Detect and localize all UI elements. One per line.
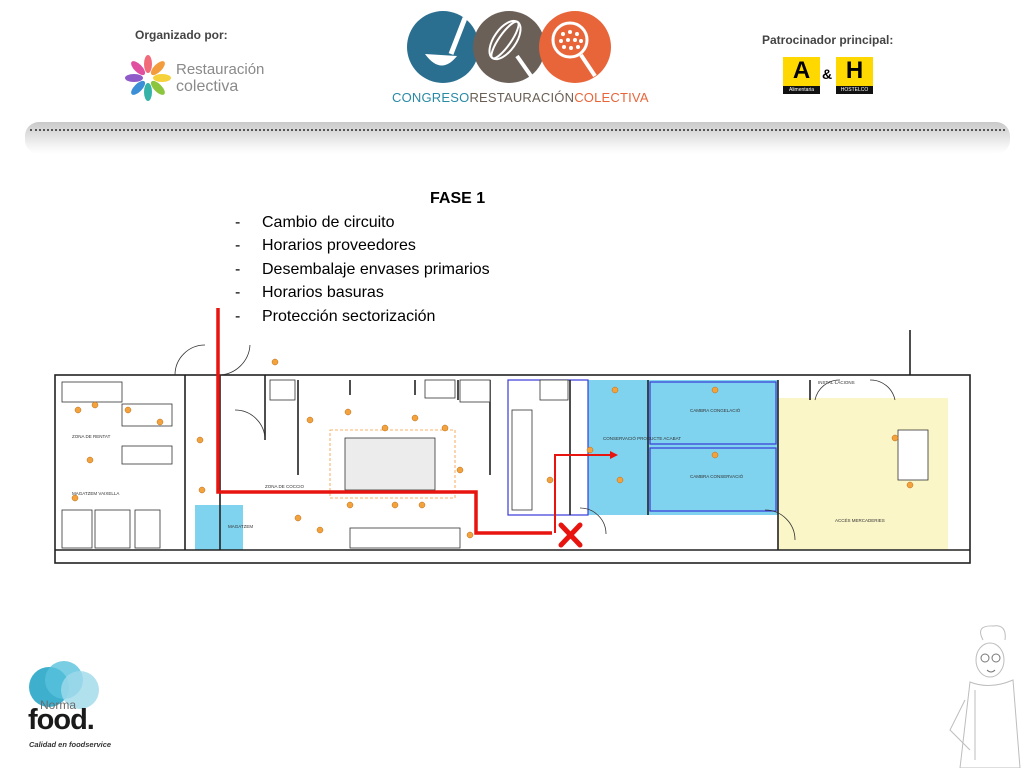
sponsor-h-caption: HOSTELCO bbox=[836, 86, 873, 94]
phase-item-list: -Cambio de circuito -Horarios proveedore… bbox=[235, 211, 490, 328]
phase-item: -Horarios basuras bbox=[235, 284, 384, 302]
door-arcs bbox=[174, 344, 896, 541]
flower-logo-icon bbox=[122, 52, 174, 104]
skimmer-icon bbox=[539, 11, 611, 83]
normafood-brand-large: food. bbox=[28, 704, 95, 736]
circuit-route-new bbox=[554, 454, 613, 533]
phase-item-text: Protección sectorización bbox=[262, 307, 436, 325]
organizer-name-line2: colectiva bbox=[176, 78, 239, 95]
plan-label-conservacio: CONSERVACIÓ PRODUCTE ACABAT bbox=[603, 435, 681, 441]
congress-logo bbox=[405, 10, 613, 85]
kitchen-floor-plan: ZONA DE RENTAT MAGATZEM VAIXELLA ZONA DE… bbox=[50, 300, 975, 570]
normafood-tagline: Calidad en foodservice bbox=[29, 740, 112, 749]
phase-item: -Horarios proveedores bbox=[235, 237, 416, 255]
equipment-markers bbox=[71, 358, 914, 539]
sponsor-amp: & bbox=[822, 66, 833, 82]
congress-name-part2: RESTAURACIÓN bbox=[469, 90, 575, 105]
normafood-logo-circles bbox=[24, 660, 104, 710]
congress-name-part1: CONGRESO bbox=[392, 90, 470, 105]
organized-by-label: Organizado por: bbox=[135, 28, 228, 42]
plan-label-acces-mercaderies: ACCÉS MERCADERIES bbox=[835, 517, 885, 523]
phase-item: -Cambio de circuito bbox=[235, 214, 395, 231]
chef-icon bbox=[945, 620, 1024, 769]
sponsor-a-caption: Alimentaria bbox=[783, 86, 820, 94]
sponsor-label: Patrocinador principal: bbox=[762, 33, 894, 47]
organizer-name-line1: Restauración bbox=[176, 61, 265, 78]
ladle-icon bbox=[407, 11, 479, 83]
congress-name: CONGRESORESTAURACIÓNCOLECTIVA bbox=[392, 90, 649, 105]
plan-label-zona-rentat: ZONA DE RENTAT bbox=[72, 434, 111, 439]
sponsor-logo-h: H HOSTELCO bbox=[836, 57, 873, 94]
phase-item: -Protección sectorización bbox=[235, 307, 436, 325]
sponsor-logo-h-letter: H bbox=[845, 57, 864, 84]
header-divider bbox=[30, 129, 1005, 131]
plan-label-cambra-conservacio: CAMBRA CONSERVACIÓ bbox=[690, 473, 744, 479]
walls bbox=[54, 330, 971, 564]
phase-item-text: Desembalaje envases primarios bbox=[262, 260, 490, 278]
normafood-brand-small: Norma bbox=[40, 698, 77, 712]
plan-label-instalacions: INSTAL·LACIONS bbox=[818, 380, 855, 385]
equipment bbox=[61, 379, 929, 549]
congress-name-part3: COLECTIVA bbox=[574, 90, 649, 105]
route-arrow-icon bbox=[610, 451, 618, 459]
cross-mark-icon bbox=[558, 522, 583, 548]
phase-item-text: Horarios proveedores bbox=[262, 237, 416, 255]
whisk-icon bbox=[473, 11, 545, 83]
phase-title: FASE 1 bbox=[430, 190, 486, 207]
phase-item-text: Cambio de circuito bbox=[262, 214, 395, 231]
header-divider-shadow bbox=[25, 122, 1010, 154]
phase-item-text: Horarios basuras bbox=[262, 284, 384, 302]
sponsor-logo-a-letter: A bbox=[792, 57, 811, 84]
plan-label-magatzem: MAGATZEM bbox=[228, 524, 253, 529]
circuit-route bbox=[216, 308, 552, 535]
plan-label-cambra-congelacio: CAMBRA CONGELACIÓ bbox=[690, 407, 741, 413]
plan-label-zona-coccio: ZONA DE COCCIO bbox=[265, 484, 305, 489]
sponsor-logo-a: A Alimentaria bbox=[783, 57, 820, 94]
phase-item: -Desembalaje envases primarios bbox=[235, 260, 490, 278]
plan-label-magatzem-vaixella: MAGATZEM VAIXELLA bbox=[72, 491, 119, 496]
